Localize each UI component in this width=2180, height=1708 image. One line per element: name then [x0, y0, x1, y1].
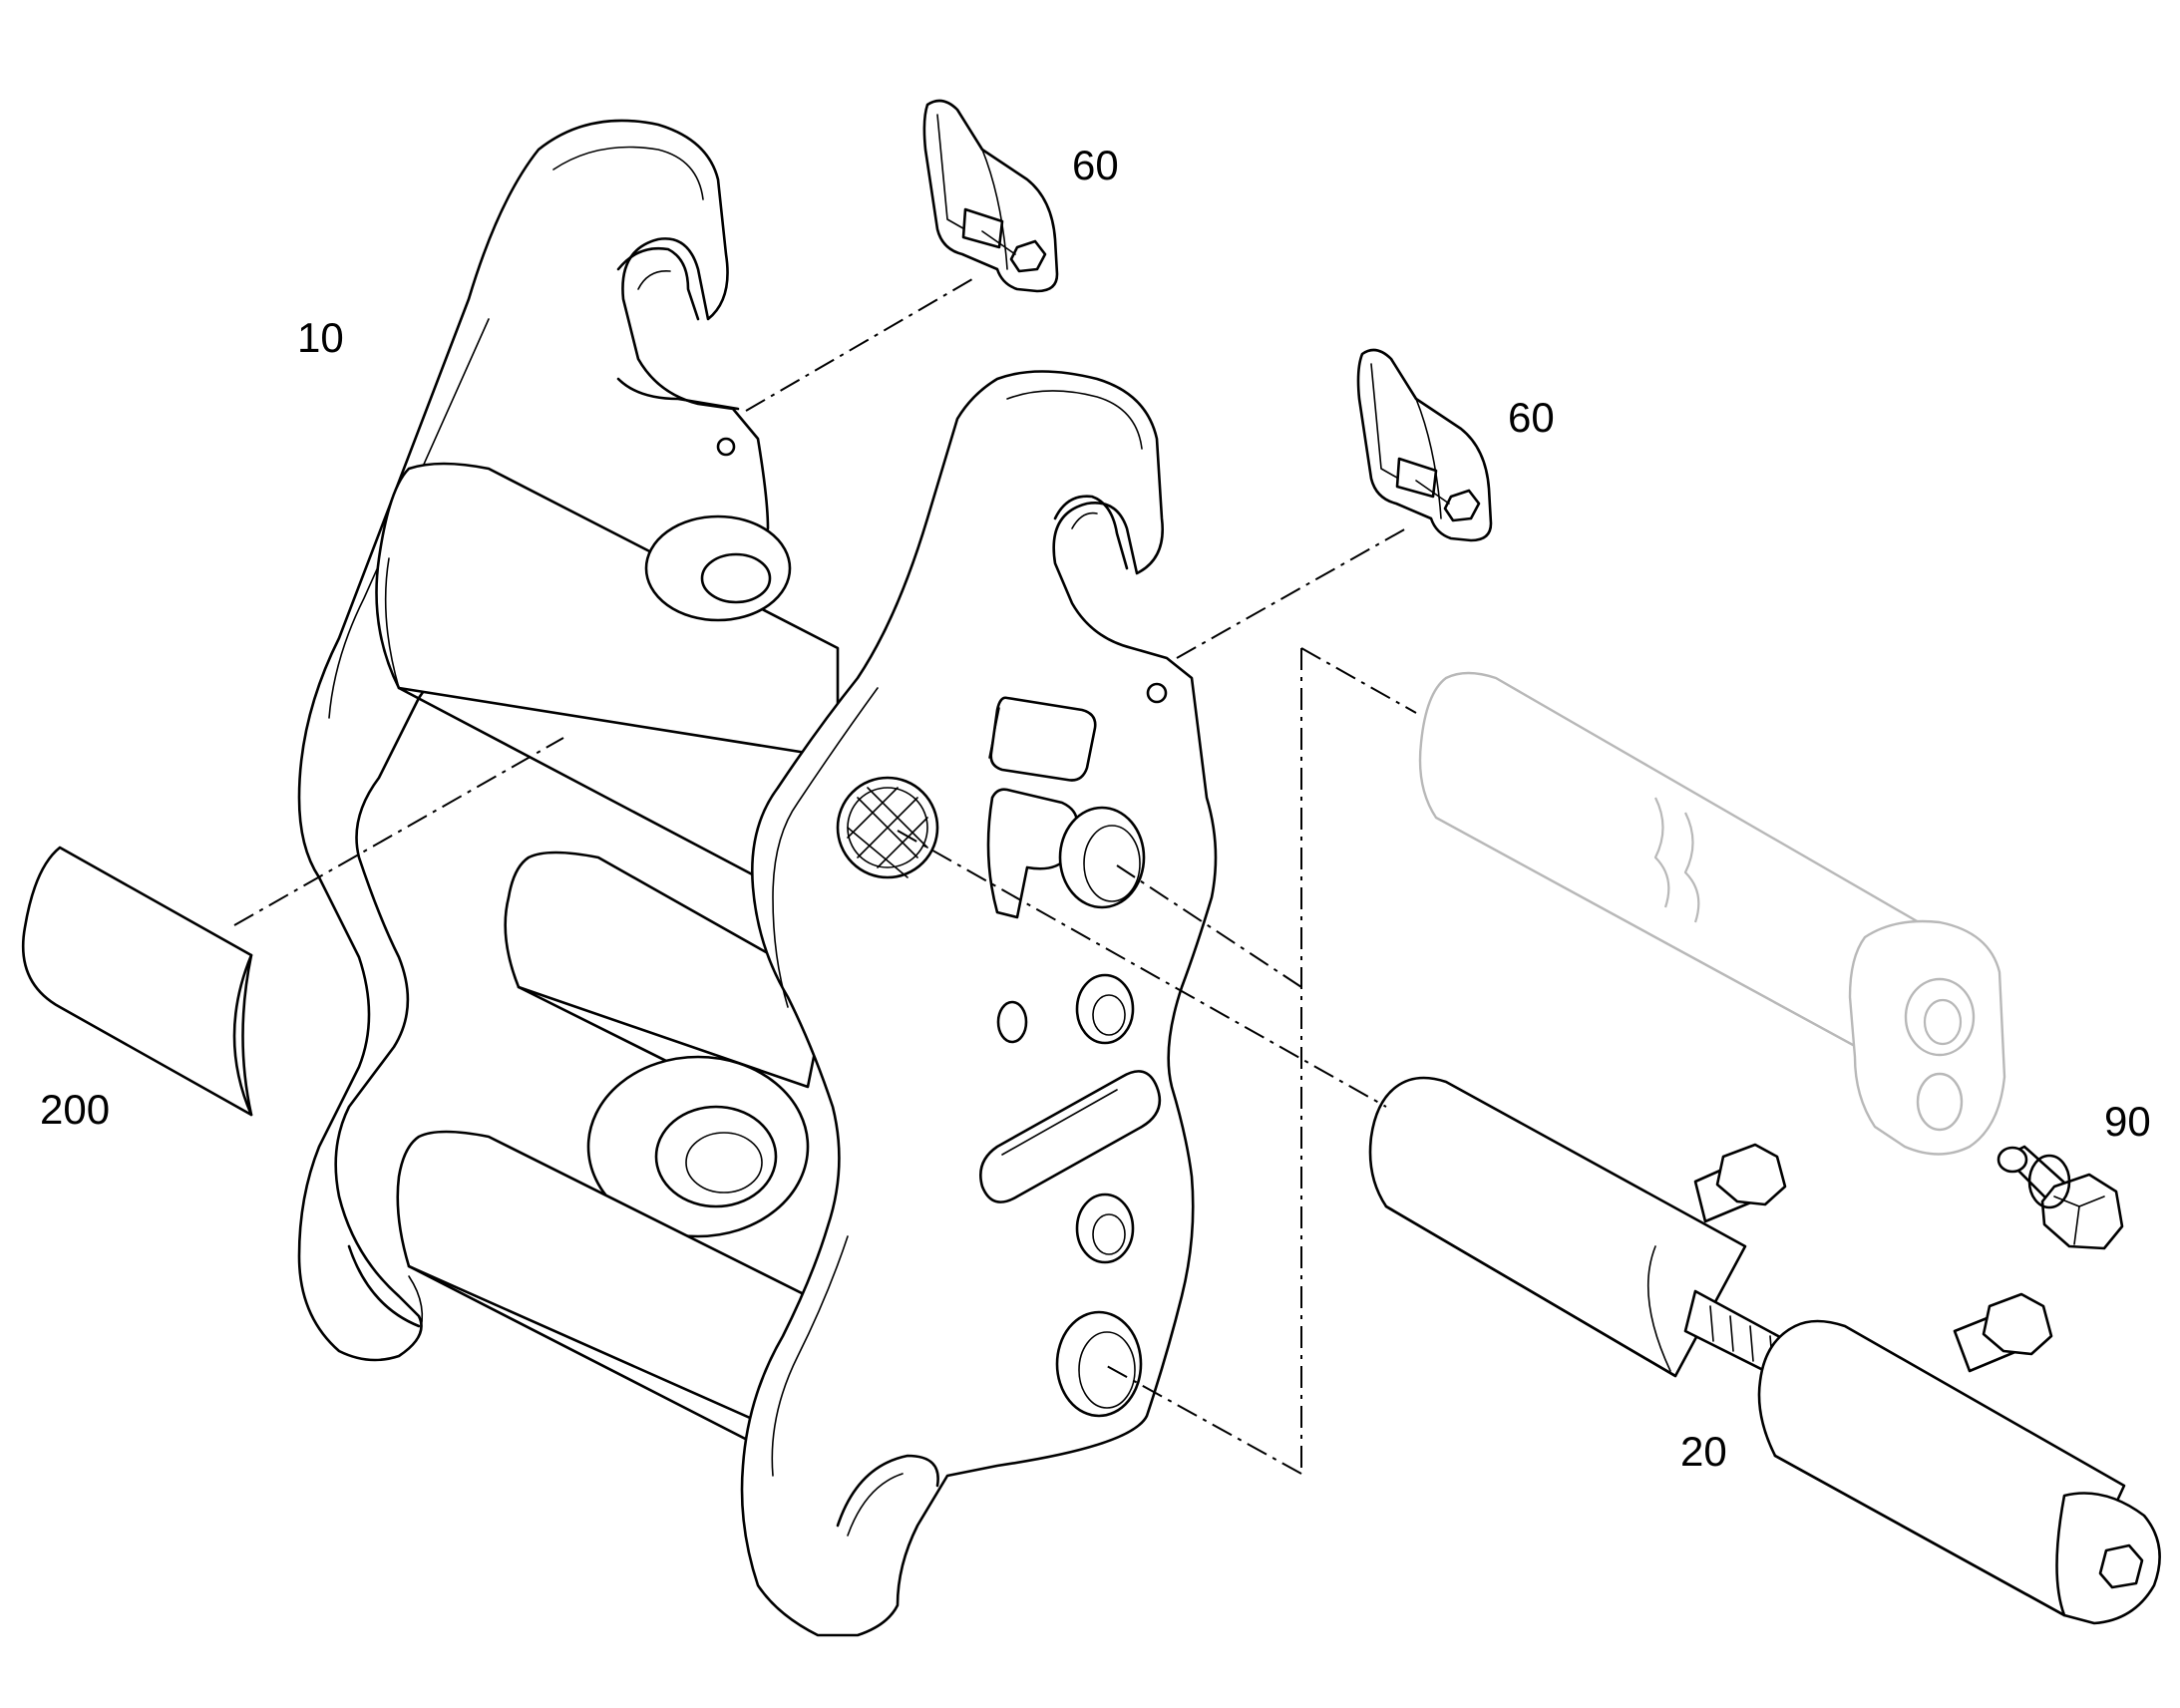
ghost-pin-assembly [1418, 671, 2006, 1156]
callout-part-60-upper: 60 [1072, 142, 1119, 188]
callout-part-60-lower: 60 [1508, 394, 1555, 441]
part-90-bolt [1997, 1145, 2124, 1250]
callout-part-90: 90 [2104, 1098, 2151, 1145]
part-60-clip-upper [922, 99, 1059, 293]
callout-part-20: 20 [1680, 1428, 1727, 1475]
part-10-rear-plate [297, 119, 770, 1362]
frame-cylinders [375, 462, 870, 1468]
part-20-pin [1368, 1076, 2161, 1625]
part-60-clip-lower [1356, 348, 1493, 542]
leader-lines [233, 278, 1417, 1475]
callout-part-200: 200 [40, 1086, 111, 1133]
part-10-front-plate [740, 370, 1218, 1637]
callout-part-10: 10 [297, 314, 344, 361]
part-200-shaft [21, 846, 253, 1117]
